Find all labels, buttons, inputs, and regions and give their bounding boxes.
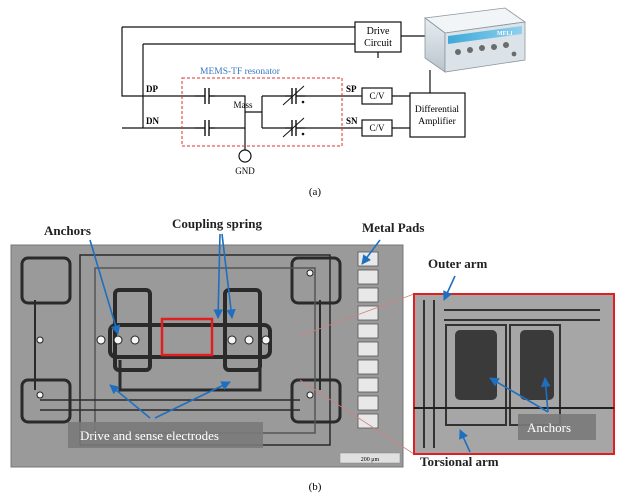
mass-label: Mass <box>233 100 252 110</box>
sp-label: SP <box>346 84 357 94</box>
label-anchors-left: Anchors <box>44 223 91 238</box>
resonator-box <box>181 77 343 147</box>
sense-variable-capacitors <box>282 85 305 138</box>
lock-in-instrument: MFLI <box>423 7 527 73</box>
dn-label: DN <box>146 116 159 126</box>
dp-label: DP <box>146 84 158 94</box>
drive-circuit-box <box>354 21 402 53</box>
inset-anchor-left <box>455 330 497 400</box>
panel-a-schematic: Drive Circuit MFLI MEMS-TF resonator <box>121 7 527 198</box>
cv-top-label: C/V <box>369 91 385 101</box>
drive-circuit-label-line2: Circuit <box>364 38 392 49</box>
sn-label: SN <box>346 116 358 126</box>
anchors-right-label-bg <box>518 414 596 440</box>
drive-capacitors <box>195 88 215 136</box>
drive-circuit-label-line1: Drive <box>367 26 390 37</box>
resonator-label: MEMS-TF resonator <box>200 67 281 77</box>
gnd-label: GND <box>235 166 255 176</box>
label-torsional-arm: Torsional arm <box>420 454 499 469</box>
panel-b-micrograph: 200 μm Anchors Coupling spring Metal Pad… <box>10 216 615 493</box>
cv-box-bottom <box>361 119 393 137</box>
blue-arrows <box>89 233 551 453</box>
diff-amp-line2: Amplifier <box>418 116 456 127</box>
anchor-dots <box>36 269 314 399</box>
drive-sense-label-bg <box>68 422 263 448</box>
scale-bar <box>339 452 401 464</box>
coupling-spring-highlight <box>160 317 214 357</box>
differential-amplifier-box <box>409 92 466 138</box>
label-metal-pads: Metal Pads <box>362 220 424 235</box>
caption-b: (b) <box>309 481 322 493</box>
label-anchors-right: Anchors <box>527 420 571 435</box>
zoom-lines <box>299 293 415 455</box>
cv-bottom-label: C/V <box>369 123 385 133</box>
inset-anchor-right <box>520 330 554 400</box>
diff-amp-line1: Differential <box>415 104 459 115</box>
gnd-symbol <box>238 149 252 163</box>
label-outer-arm: Outer arm <box>428 256 487 271</box>
instrument-brand: MFLI <box>497 31 513 37</box>
scale-bar-label: 200 μm <box>361 457 380 463</box>
inset-structure <box>423 300 600 448</box>
label-coupling-spring: Coupling spring <box>172 216 262 231</box>
label-drive-sense: Drive and sense electrodes <box>80 428 219 443</box>
cv-box-top <box>361 87 393 105</box>
caption-a: (a) <box>309 186 322 198</box>
